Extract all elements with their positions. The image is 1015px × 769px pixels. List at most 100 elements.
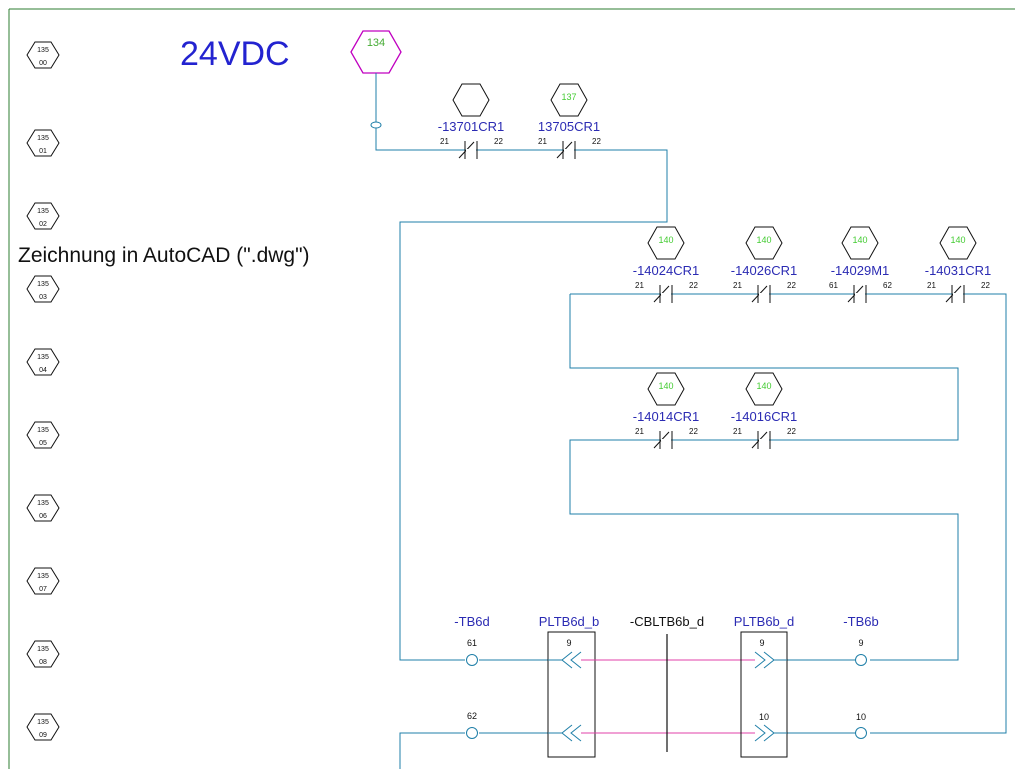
rung-reference: 135 04: [26, 348, 60, 376]
terminal-tb6b-label: -TB6b: [843, 614, 878, 629]
contact-pin-right: 22: [494, 137, 503, 146]
contact-pin-right: 22: [689, 427, 698, 436]
rung-hexagon: [26, 129, 60, 157]
terminal-tb6d: -TB6d 61 62: [454, 614, 490, 739]
source-reference-hexagon: [350, 30, 402, 74]
contact-reference-hexagon: [841, 226, 879, 260]
contact-label: 13705CR1: [538, 119, 600, 134]
rung-hexagon: [26, 713, 60, 741]
plug-pltb6b-d: PLTB6b_d 9 10: [734, 614, 794, 758]
terminal-tb6b-connector-bottom: [855, 727, 867, 739]
wire-serpentine: [569, 294, 959, 661]
rung-sub-number: 07: [39, 586, 47, 593]
rung-hexagon: [26, 348, 60, 376]
rung-reference: 135 06: [26, 494, 60, 522]
plug-pltb6b-d-connector-top-icon: [754, 651, 775, 669]
rung-reference: 135 08: [26, 640, 60, 668]
contact-reference-hexagon: [647, 226, 685, 260]
terminal-tb6b-connector-top: [855, 654, 867, 666]
terminal-tb6d-connector-bottom: [466, 727, 478, 739]
contact-reference-hexagon: [452, 83, 490, 117]
rung-reference: 135 02: [26, 202, 60, 230]
contact-pin-left: 21: [927, 281, 936, 290]
contact-label: -14024CR1: [633, 263, 700, 278]
rung-hexagon: [26, 494, 60, 522]
wire-main: [375, 73, 668, 661]
wire-number-marker: [370, 121, 382, 129]
rung-sub-number: 00: [39, 60, 47, 67]
rung-number: 135: [37, 646, 49, 653]
terminal-tb6d-pin-bottom: 62: [467, 711, 477, 721]
plug-pltb6d-b-connector-bottom-icon: [561, 724, 582, 742]
wire-bottom-left: [399, 732, 465, 769]
rung-sub-number: 08: [39, 659, 47, 666]
contact-pin-left: 61: [829, 281, 838, 290]
terminal-tb6b-pin-bottom: 10: [856, 712, 866, 722]
contact-reference-number: 140: [658, 235, 673, 245]
contact-reference-number: 140: [852, 235, 867, 245]
contact-label: -14026CR1: [731, 263, 798, 278]
contact-pin-right: 62: [883, 281, 892, 290]
rung-hexagon: [26, 202, 60, 230]
rung-sub-number: 02: [39, 221, 47, 228]
contact-pin-left: 21: [538, 137, 547, 146]
contact-pin-right: 22: [787, 281, 796, 290]
rung-sub-number: 09: [39, 732, 47, 739]
contact-pin-left: 21: [635, 281, 644, 290]
rung-number: 135: [37, 135, 49, 142]
contact-reference-hexagon: [647, 372, 685, 406]
contact-reference-number: 137: [561, 92, 576, 102]
contact-pin-left: 21: [635, 427, 644, 436]
plug-pltb6b-d-pin-top: 9: [759, 638, 764, 648]
rung-number: 135: [37, 354, 49, 361]
rung-number: 135: [37, 281, 49, 288]
contact-reference-hexagon: [745, 226, 783, 260]
voltage-title: 24VDC: [180, 35, 290, 73]
rung-reference: 135 01: [26, 129, 60, 157]
contact-pin-right: 22: [787, 427, 796, 436]
rung-sub-number: 01: [39, 148, 47, 155]
contact-label: -13701CR1: [438, 119, 505, 134]
terminal-tb6b: -TB6b 9 10: [843, 614, 879, 739]
rung-sub-number: 06: [39, 513, 47, 520]
rung-sub-number: 03: [39, 294, 47, 301]
plug-pltb6d-b-connector-top-icon: [561, 651, 582, 669]
contact-pin-right: 22: [981, 281, 990, 290]
rung-number: 135: [37, 573, 49, 580]
terminal-tb6d-connector-top: [466, 654, 478, 666]
rung-sub-number: 04: [39, 367, 47, 374]
plug-pltb6b-d-connector-bottom-icon: [754, 724, 775, 742]
rung-number: 135: [37, 719, 49, 726]
rung-hexagon: [26, 421, 60, 449]
rung-reference: 135 09: [26, 713, 60, 741]
rung-hexagon: [26, 41, 60, 69]
rung-reference: 135 07: [26, 567, 60, 595]
contact-reference-number: 140: [756, 235, 771, 245]
rung-hexagon: [26, 640, 60, 668]
rung-number: 135: [37, 427, 49, 434]
rung-reference-column: 1350013501135021350313504135051350613507…: [26, 41, 60, 741]
terminal-tb6b-pin-top: 9: [858, 638, 863, 648]
plug-pltb6d-b-label: PLTB6d_b: [539, 614, 599, 629]
contact-reference-number: 140: [658, 381, 673, 391]
cable-label: -CBLTB6b_d: [630, 614, 704, 629]
rung-number: 135: [37, 208, 49, 215]
contact-reference-hexagon: [939, 226, 977, 260]
contact-pin-left: 21: [733, 427, 742, 436]
contact-label: -14031CR1: [925, 263, 992, 278]
plug-pltb6b-d-label: PLTB6b_d: [734, 614, 794, 629]
rung-number: 135: [37, 500, 49, 507]
plug-pltb6b-d-pin-bottom: 10: [759, 712, 769, 722]
plug-pltb6d-b: PLTB6d_b 9: [539, 614, 599, 758]
terminal-tb6d-label: -TB6d: [454, 614, 489, 629]
